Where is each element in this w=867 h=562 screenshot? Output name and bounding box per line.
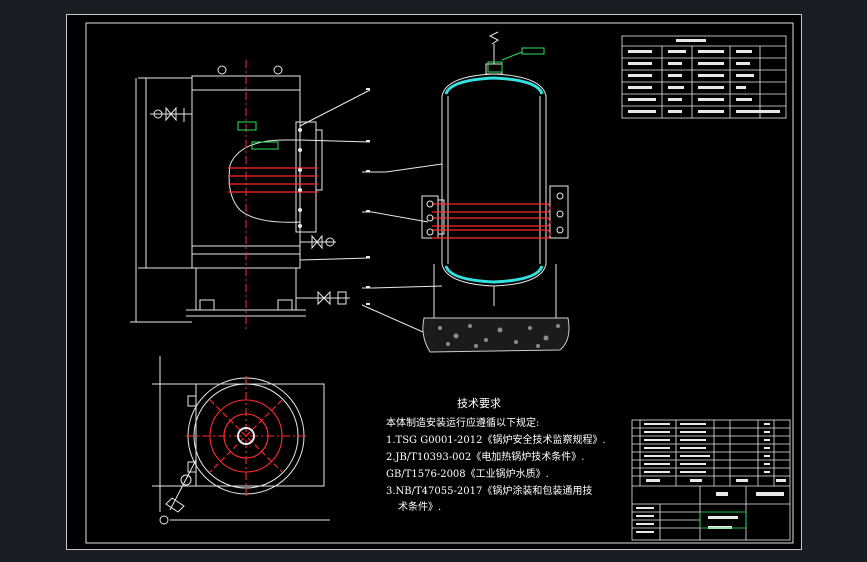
side-view — [130, 60, 323, 330]
parameter-table — [621, 35, 787, 119]
safety-valve-leader — [501, 51, 523, 61]
tech-req-line-2: 2.JB/T10393-002《电加热锅炉技术条件》. — [386, 452, 585, 463]
plan-center-nozzle — [237, 427, 255, 445]
side-heater-tubes — [228, 167, 318, 193]
top-spring-icon — [488, 31, 499, 45]
side-flange-bolts — [298, 128, 302, 228]
foundation-hatch — [438, 324, 560, 348]
tech-req-line-5: 术条件》. — [398, 502, 442, 513]
title-block-marks — [636, 423, 786, 533]
parameter-table-marks — [628, 39, 780, 113]
inner-border — [85, 22, 794, 544]
foundation — [422, 317, 570, 353]
drain-valve — [296, 290, 350, 306]
title-block — [631, 419, 791, 541]
tech-req-line-3: GB/T1576-2008《工业锅炉水质》. — [386, 469, 549, 480]
plan-valve-assembly — [159, 395, 197, 525]
plan-view — [152, 356, 330, 521]
section-view — [299, 44, 569, 337]
section-flange-bolts — [426, 192, 564, 236]
nameplate-tag — [237, 121, 257, 131]
plan-heater-circle — [186, 376, 306, 496]
tech-req-title: 技术要求 — [457, 397, 501, 410]
safety-valve — [487, 61, 503, 73]
tech-req-line-4: 3.NB/T47055-2017《锅炉涂装和包装通用技 — [386, 486, 593, 497]
title-block-stamp — [699, 511, 747, 529]
lower-valve — [300, 234, 336, 250]
upper-valve — [150, 106, 192, 122]
section-heater-tubes — [432, 203, 551, 239]
balloon-ticks — [366, 88, 370, 305]
tech-req-line-1: 1.TSG G0001-2012《锅炉安全技术监察规程》. — [386, 435, 606, 446]
top-head-insulation — [444, 76, 544, 95]
bottom-head-insulation — [444, 265, 544, 284]
heater-tag — [251, 141, 279, 150]
tech-req-intro: 本体制造安装运行应遵循以下规定: — [386, 418, 540, 429]
safety-valve-tag — [521, 47, 545, 55]
